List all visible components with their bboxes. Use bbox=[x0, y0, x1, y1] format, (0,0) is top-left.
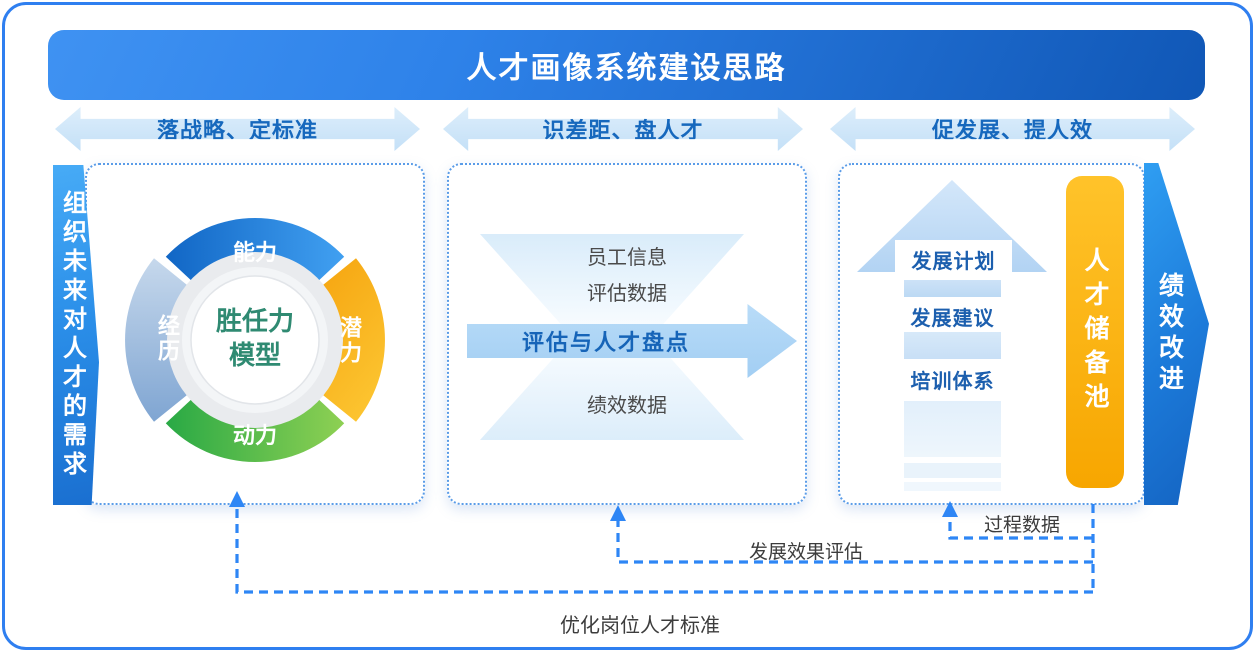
ladder-band bbox=[904, 463, 1001, 478]
wheel-label-motivation: 动力 bbox=[232, 423, 277, 448]
page-title: 人才画像系统建设思路 bbox=[48, 30, 1205, 100]
org-demand-text: 组织未来对人才的需求 bbox=[58, 190, 86, 480]
wheel-label-text: 经历 bbox=[155, 314, 180, 364]
wheel-label-text: 潜力 bbox=[337, 316, 362, 366]
ladder-step-plan: 发展计划 bbox=[895, 240, 1012, 278]
talent-pool-bar: 人才储备池 bbox=[1066, 176, 1124, 488]
competency-wheel bbox=[125, 218, 385, 462]
input-employee-info: 员工信息 bbox=[587, 247, 667, 269]
wheel-label-capability: 能力 bbox=[232, 240, 277, 265]
phase-label: 落战略、定标准 bbox=[156, 118, 318, 143]
wheel-label-experience: 经历 bbox=[143, 294, 191, 384]
ladder-band bbox=[904, 280, 1001, 297]
ladder-step-label: 培训体系 bbox=[910, 371, 995, 393]
wheel-label-potential: 潜力 bbox=[325, 296, 373, 386]
optimize-standard-label: 优化岗位人才标准 bbox=[560, 615, 720, 637]
wheel-center-circle bbox=[190, 275, 320, 405]
ladder-step-advice: 发展建议 bbox=[870, 302, 1035, 331]
panel-standard: 能力 经历 潜力 动力 胜任力模型 bbox=[85, 163, 425, 505]
input-performance-data: 绩效数据 bbox=[587, 395, 667, 417]
ladder-step-label: 发展建议 bbox=[910, 308, 995, 330]
input-assessment-data: 评估数据 bbox=[587, 283, 667, 305]
org-demand-banner: 组织未来对人才的需求 bbox=[53, 165, 99, 505]
ladder-step-label: 发展计划 bbox=[911, 250, 996, 273]
panel-assessment: 员工信息 评估数据 评估与人才盘点 绩效数据 bbox=[447, 163, 807, 505]
assessment-arrow-label: 评估与人才盘点 bbox=[521, 330, 690, 355]
performance-improve-text: 绩效改进 bbox=[1155, 272, 1184, 396]
ladder-step-training: 培训体系 bbox=[870, 365, 1035, 394]
process-data-label: 过程数据 bbox=[983, 515, 1060, 536]
ladder-band bbox=[904, 332, 1001, 359]
phase-label: 识差距、盘人才 bbox=[542, 118, 704, 143]
phase-label: 促发展、提人效 bbox=[931, 118, 1093, 143]
talent-pool-text: 人才储备池 bbox=[1081, 247, 1109, 417]
ladder-band bbox=[904, 482, 1001, 491]
development-effect-label: 发展效果评估 bbox=[748, 542, 863, 563]
competency-model-title: 胜任力模型 bbox=[215, 306, 294, 370]
ladder-band bbox=[904, 401, 1001, 457]
